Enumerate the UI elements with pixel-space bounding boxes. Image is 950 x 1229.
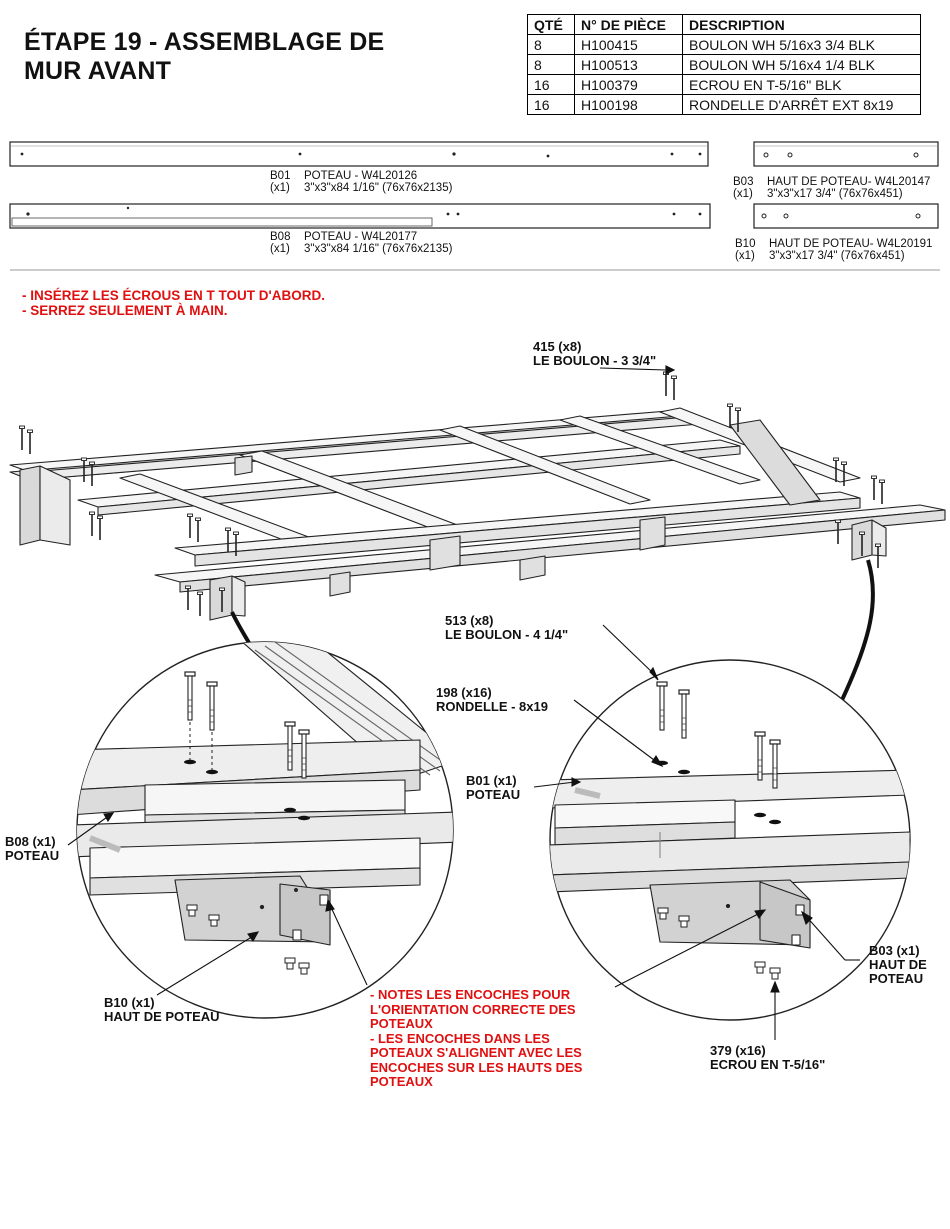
callout-qty: B03 (x1) bbox=[869, 943, 920, 958]
component-dims: 3"x3"x84 1/16" (76x76x2135) bbox=[304, 182, 453, 194]
component-qty: (x1) bbox=[735, 250, 755, 262]
callout-qty: B10 (x1) bbox=[104, 995, 155, 1010]
note-line: POTEAUX bbox=[370, 1074, 433, 1089]
component-dims: 3"x3"x84 1/16" (76x76x2135) bbox=[304, 243, 453, 255]
wall-frame-assembly bbox=[9, 407, 946, 621]
assembly-instructions: - INSÉREZ LES ÉCROUS EN T TOUT D'ABORD. … bbox=[22, 288, 325, 318]
note-line: ENCOCHES SUR LES HAUTS DES bbox=[370, 1059, 583, 1075]
callout-qty: 379 (x16) bbox=[710, 1043, 766, 1058]
note-line: POTEAUX bbox=[370, 1016, 433, 1031]
callout-b03: B03 (x1) HAUT DE POTEAU bbox=[869, 944, 927, 986]
component-b03-drawing bbox=[753, 141, 939, 167]
callout-text: ECROU EN T-5/16" bbox=[710, 1057, 826, 1072]
component-b01-drawing bbox=[9, 141, 709, 167]
parts-table: QTÉ N° DE PIÈCE DESCRIPTION 8 H100415 BO… bbox=[527, 14, 921, 115]
callout-washer-198: 198 (x16) RONDELLE - 8x19 bbox=[436, 686, 548, 714]
component-qty: (x1) bbox=[270, 243, 290, 255]
component-qty: (x1) bbox=[733, 188, 753, 200]
component-b03-label: B03 HAUT DE POTEAU- W4L20147 (x1) 3"x3"x17… bbox=[733, 176, 930, 200]
row-part-number: H100198 bbox=[574, 94, 683, 115]
leader-line-right bbox=[840, 559, 875, 701]
table-row: 16 H100379 ECROU EN T-5/16" BLK bbox=[527, 74, 921, 95]
component-dims: 3"x3"x17 3/4" (76x76x451) bbox=[769, 250, 905, 262]
row-description: RONDELLE D'ARRÊT EXT 8x19 bbox=[682, 94, 921, 115]
component-name: HAUT DE POTEAU- W4L20147 bbox=[767, 176, 931, 188]
table-header-row: QTÉ N° DE PIÈCE DESCRIPTION bbox=[527, 14, 921, 35]
detail-circle-right bbox=[549, 659, 911, 1021]
detail-circle-left bbox=[76, 641, 454, 1019]
callout-qty: 415 (x8) bbox=[533, 339, 582, 354]
row-description: BOULON WH 5/16x4 1/4 BLK bbox=[682, 54, 921, 75]
notch-notes: - NOTES LES ENCOCHES POUR L'ORIENTATION … bbox=[370, 987, 583, 1090]
component-b10-label: B10 HAUT DE POTEAU- W4L20191 (x1) 3"x3"x17… bbox=[735, 238, 932, 262]
callout-nut-379: 379 (x16) ECROU EN T-5/16" bbox=[710, 1044, 825, 1072]
component-b01-label: B01 POTEAU - W4L20126 (x1) 3"x3"x84 1/16" … bbox=[270, 170, 452, 194]
callout-b10: B10 (x1) HAUT DE POTEAU bbox=[104, 996, 220, 1024]
component-dims: 3"x3"x17 3/4" (76x76x451) bbox=[767, 188, 903, 200]
title-line-1: ÉTAPE 19 - ASSEMBLAGE DE bbox=[24, 28, 385, 56]
table-row: 8 H100513 BOULON WH 5/16x4 1/4 BLK bbox=[527, 54, 921, 75]
component-code: B08 bbox=[270, 231, 291, 243]
component-name: HAUT DE POTEAU- W4L20191 bbox=[769, 238, 933, 250]
component-code: B10 bbox=[735, 238, 756, 250]
component-b08-label: B08 POTEAU - W4L20177 (x1) 3"x3"x84 1/16" … bbox=[270, 231, 452, 255]
callout-qty: 198 (x16) bbox=[436, 685, 492, 700]
row-part-number: H100513 bbox=[574, 54, 683, 75]
callout-bolt-513: 513 (x8) LE BOULON - 4 1/4" bbox=[445, 614, 568, 642]
callout-text: POTEAU bbox=[466, 787, 521, 802]
note-line: - NOTES LES ENCOCHES POUR bbox=[370, 987, 571, 1002]
note-line: L'ORIENTATION CORRECTE DES bbox=[370, 1001, 576, 1017]
callout-bolt-415: 415 (x8) LE BOULON - 3 3/4" bbox=[533, 340, 656, 368]
row-part-number: H100415 bbox=[574, 34, 683, 55]
component-b10-drawing bbox=[753, 203, 939, 229]
callout-qty: B01 (x1) bbox=[466, 773, 517, 788]
callout-qty: B08 (x1) bbox=[5, 834, 56, 849]
callout-b08: B08 (x1) POTEAU bbox=[5, 835, 59, 863]
component-name: POTEAU - W4L20126 bbox=[304, 170, 418, 182]
callout-text: LE BOULON - 4 1/4" bbox=[445, 627, 569, 642]
callout-text: HAUT DE bbox=[869, 957, 927, 972]
component-qty: (x1) bbox=[270, 182, 290, 194]
component-b08-drawing bbox=[9, 203, 711, 229]
component-code: B03 bbox=[733, 176, 754, 188]
table-row: 16 H100198 RONDELLE D'ARRÊT EXT 8x19 bbox=[527, 94, 921, 115]
note-line: - LES ENCOCHES DANS LES bbox=[370, 1030, 550, 1046]
component-name: POTEAU - W4L20177 bbox=[304, 231, 418, 243]
callout-text: LE BOULON - 3 3/4" bbox=[533, 353, 657, 368]
instruction-line: - SERREZ SEULEMENT À MAIN. bbox=[22, 303, 228, 318]
title-line-2: MUR AVANT bbox=[24, 57, 172, 85]
callout-b01: B01 (x1) POTEAU bbox=[466, 774, 520, 802]
callout-text: RONDELLE - 8x19 bbox=[436, 699, 548, 714]
component-code: B01 bbox=[270, 170, 291, 182]
callout-leaders bbox=[67, 365, 860, 1040]
callout-qty: 513 (x8) bbox=[445, 613, 494, 628]
note-line: POTEAUX S'ALIGNENT AVEC LES bbox=[370, 1045, 582, 1060]
header-qty: QTÉ bbox=[527, 14, 575, 35]
page-title: ÉTAPE 19 - ASSEMBLAGE DE MUR AVANT bbox=[24, 28, 384, 86]
callout-text: POTEAU bbox=[869, 971, 924, 986]
callout-text: POTEAU bbox=[5, 848, 60, 863]
instruction-line: - INSÉREZ LES ÉCROUS EN T TOUT D'ABORD. bbox=[22, 288, 325, 303]
callout-text: HAUT DE POTEAU bbox=[104, 1009, 220, 1024]
